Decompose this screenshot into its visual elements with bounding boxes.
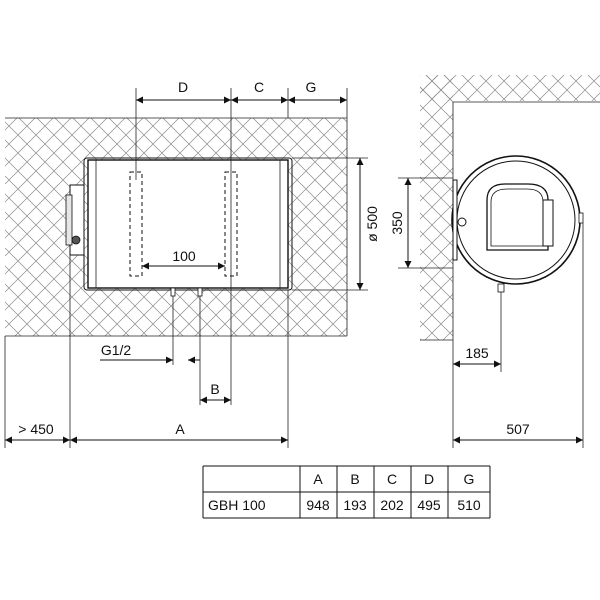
label-b: B xyxy=(210,381,219,397)
diameter-dimension xyxy=(292,157,368,291)
heater-front-view xyxy=(451,155,584,293)
label-c: C xyxy=(254,79,264,95)
table-model-cell: GBH 100 xyxy=(208,497,266,513)
mount-bracket-left xyxy=(129,171,143,277)
table-cell-a: 948 xyxy=(306,497,330,513)
label-185: 185 xyxy=(465,345,489,361)
table-cell-g: 510 xyxy=(457,497,481,513)
thermostat-knob-icon xyxy=(71,235,81,245)
label-d: D xyxy=(178,79,188,95)
bottom-left-dimensions xyxy=(4,255,289,448)
b-dimension xyxy=(200,180,232,405)
table-header-d: D xyxy=(424,471,434,487)
table-header-g: G xyxy=(464,471,475,487)
table-header-c: C xyxy=(387,471,397,487)
label-diameter: ø 500 xyxy=(364,206,380,242)
pipe-dimension xyxy=(100,296,201,405)
label-100: 100 xyxy=(172,248,196,264)
right-dimensions xyxy=(452,223,584,448)
height-350-dimension xyxy=(398,177,453,269)
table-cell-c: 202 xyxy=(380,497,404,513)
table-header-a: A xyxy=(313,471,323,487)
label-350: 350 xyxy=(389,211,405,235)
label-507: 507 xyxy=(506,421,530,437)
heater-side-view xyxy=(65,157,293,297)
label-g: G xyxy=(306,79,317,95)
table-header-b: B xyxy=(350,471,359,487)
right-wall xyxy=(420,75,600,341)
label-clearance: > 450 xyxy=(18,421,54,437)
label-g12: G1/2 xyxy=(101,342,132,358)
label-a: A xyxy=(175,421,185,437)
table-cell-d: 495 xyxy=(417,497,441,513)
top-dimensions xyxy=(135,88,348,180)
dimension-table: A B C D G GBH 100 948 193 202 495 510 xyxy=(202,465,491,519)
table-cell-b: 193 xyxy=(343,497,367,513)
